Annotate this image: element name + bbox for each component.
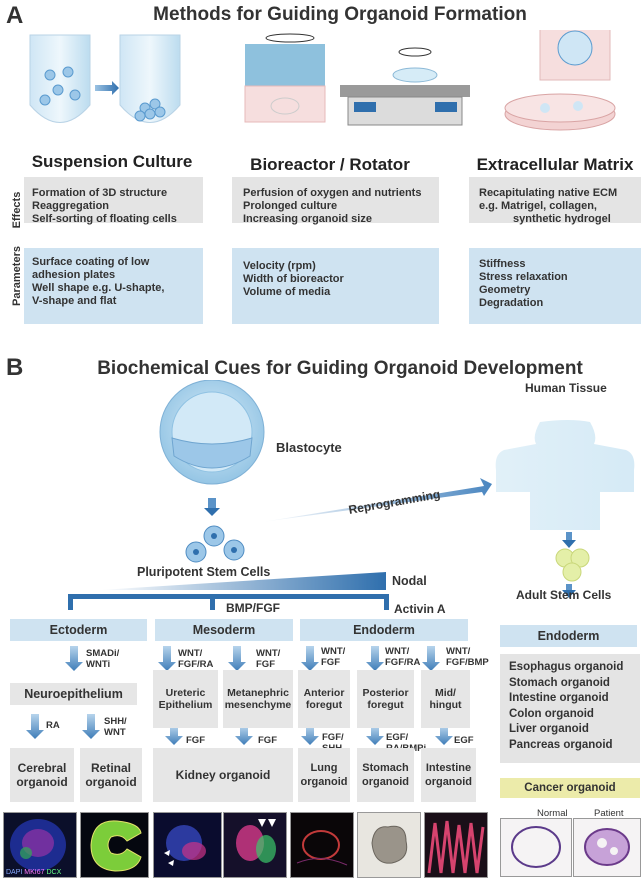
lung-micrograph xyxy=(290,812,354,878)
stomach-micrograph xyxy=(357,812,421,878)
adult-organoid-list: Esophagus organoid Stomach organoid Inte… xyxy=(500,654,640,763)
patient-label: Patient xyxy=(594,808,624,819)
list-item: Esophagus organoid xyxy=(509,661,624,673)
human-tissue-icon xyxy=(495,420,635,530)
list-item: Colon organoid xyxy=(509,707,594,720)
factor-wnt-fgf-ra-2: WNT/FGF/RA xyxy=(385,646,421,668)
method-title-ecm: Extracellular Matrix xyxy=(476,155,634,174)
rotator-icon xyxy=(340,47,470,126)
mesoderm-box: Mesoderm xyxy=(155,619,293,641)
factor-arrows xyxy=(26,646,453,745)
panel-a-letter: A xyxy=(6,2,24,29)
factor-fgf-1: FGF xyxy=(186,735,205,746)
panel-a-title: Methods for Guiding Organoid Formation xyxy=(153,4,527,25)
intestine-micrograph xyxy=(424,812,488,878)
normal-micrograph xyxy=(500,818,572,877)
bioreactor-icon xyxy=(244,33,326,123)
normal-label: Normal xyxy=(537,808,568,819)
method-title-bioreactor: Bioreactor / Rotator xyxy=(250,155,410,174)
blastocyte-label: Blastocyte xyxy=(276,440,342,455)
pluripotent-cells-icon xyxy=(185,525,245,563)
factor-wnt-fgf-2: WNT/FGF xyxy=(321,646,346,668)
cerebral-micrograph: DAPI MKI67 DCX xyxy=(3,812,77,878)
ecm-dish-icon xyxy=(504,30,616,131)
blastocyst-icon xyxy=(159,380,265,485)
adult-endoderm-box: Endoderm xyxy=(500,625,637,647)
cancer-organoid-box: Cancer organoid xyxy=(500,778,640,798)
nodal-label: Nodal xyxy=(392,574,427,588)
list-item: Pancreas organoid xyxy=(509,738,613,751)
bmp-fgf-label: BMP/FGF xyxy=(226,601,280,615)
factor-fgf-2: FGF xyxy=(258,735,277,746)
retinal-micrograph xyxy=(80,812,149,878)
panel-b-letter: B xyxy=(6,354,24,381)
lineage-graphics xyxy=(68,380,635,610)
parameters-row-label: Parameters xyxy=(11,246,23,306)
adult-stem-cells-icon xyxy=(555,548,590,582)
factor-shh-wnt: SHH/WNT xyxy=(104,716,127,738)
factor-wnt-fgf-ra-1: WNT/FGF/RA xyxy=(178,648,214,670)
method-illustrations xyxy=(29,30,616,131)
ectoderm-box: Ectoderm xyxy=(10,619,147,641)
list-item: Stomach organoid xyxy=(509,676,610,689)
factor-ra: RA xyxy=(46,720,60,731)
kidney-organoid-box: Kidney organoid xyxy=(153,748,293,802)
factor-smadi: SMADi/WNTi xyxy=(86,648,120,670)
factor-wnt-fgf-bmp: WNT/FGF/BMP xyxy=(446,646,489,668)
kidney-micrograph-2 xyxy=(223,812,287,878)
effects-row-label: Effects xyxy=(11,191,23,229)
neuroepithelium-box: Neuroepithelium xyxy=(10,683,137,705)
factor-egf: EGF xyxy=(454,735,474,746)
list-item: Liver organoid xyxy=(509,723,589,735)
kidney-micrograph-1 xyxy=(153,812,222,878)
factor-wnt-fgf-1: WNT/FGF xyxy=(256,648,281,670)
panel-b-title: Biochemical Cues for Guiding Organoid De… xyxy=(97,358,583,379)
adult-stem-cells-label: Adult Stem Cells xyxy=(516,588,612,602)
endoderm-box: Endoderm xyxy=(300,619,468,641)
human-tissue-label: Human Tissue xyxy=(525,381,607,395)
patient-micrograph xyxy=(573,818,641,877)
mid-hindgut-box: Mid/hingut xyxy=(421,670,470,728)
suspension-tube-icon xyxy=(29,34,91,123)
aggregate-tube-icon xyxy=(119,34,181,123)
stain-legend: DAPI MKI67 DCX xyxy=(6,869,62,876)
method-title-suspension: Suspension Culture xyxy=(31,152,193,171)
list-item: Intestine organoid xyxy=(509,692,609,704)
activin-label: Activin A xyxy=(394,602,446,616)
psc-label: Pluripotent Stem Cells xyxy=(137,565,271,579)
